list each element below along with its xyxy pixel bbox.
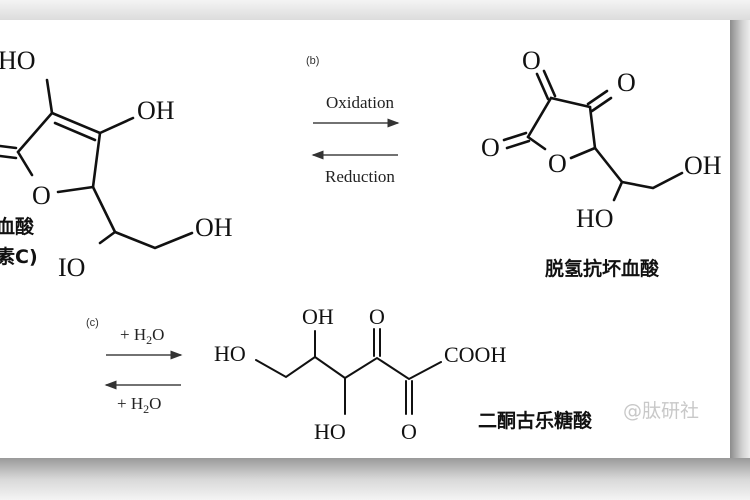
bond (98, 116, 135, 135)
oxidation-label: Oxidation (326, 93, 394, 112)
ho-bottom-label: HO (314, 419, 346, 444)
panel-b-label: (b) (306, 55, 319, 67)
double-bond (586, 89, 613, 113)
double-bond (373, 328, 381, 357)
oxygen-right-label: O (617, 68, 636, 97)
panel-c-arrows: (c) + H2O + H2O (86, 317, 183, 416)
bond (16, 111, 54, 154)
double-bond (53, 121, 97, 142)
ho-left-label: HO (214, 341, 246, 366)
bond (56, 185, 95, 194)
carbonyl-bond (0, 144, 18, 160)
dehydroascorbic-acid-name: 脱氢抗坏血酸 (545, 257, 660, 280)
bond (16, 150, 34, 177)
dehydroascorbic-acid-structure: O O O O OH HO 脱氢抗坏血酸 (481, 46, 722, 280)
bond (91, 185, 117, 234)
oxygen-top-label: O (522, 46, 541, 75)
bond (113, 230, 194, 250)
oh-right-label: OH (137, 96, 175, 125)
reduction-label: Reduction (325, 167, 395, 186)
bond (45, 78, 54, 115)
ascorbic-acid-name-line2: 素C) (0, 245, 38, 268)
bond (526, 96, 553, 139)
bond (50, 111, 102, 135)
ho-chain-label: IO (58, 253, 85, 282)
oxygen-top-label: O (369, 304, 385, 329)
bond (588, 105, 597, 150)
bond (526, 135, 547, 151)
diketogulonic-acid-structure: HO OH O COOH HO O 二酮古乐糖酸 (214, 304, 593, 444)
right-shadow (730, 20, 750, 460)
figure-card (0, 20, 731, 459)
carbon-chain (255, 355, 442, 381)
bottom-shadow (0, 458, 750, 500)
top-border (0, 0, 750, 20)
oh-label: OH (684, 151, 722, 180)
bond (91, 131, 102, 189)
bond (569, 146, 597, 160)
ho-top-label: HO (0, 46, 36, 75)
oh-chain-label: OH (195, 213, 233, 242)
oxygen-bottom-label: O (401, 419, 417, 444)
ascorbic-acid-name-line1: 血酸 (0, 215, 35, 238)
forward-water-label: + H2O (120, 325, 164, 347)
ring-oxygen-label: O (32, 181, 51, 210)
double-bond (535, 69, 557, 101)
double-bond (405, 380, 413, 415)
oxygen-left-label: O (481, 133, 500, 162)
reverse-water-label: + H2O (117, 394, 161, 416)
bond (593, 146, 684, 190)
watermark: @肽研社 (623, 400, 699, 422)
bond (549, 96, 592, 109)
oh-top-label: OH (302, 304, 334, 329)
panel-c-label: (c) (86, 317, 99, 329)
ascorbic-acid-structure: HO OH O OH IO 血酸 素C) (0, 46, 233, 282)
bond (612, 180, 624, 202)
cooh-label: COOH (444, 342, 506, 367)
ring-oxygen-label: O (548, 149, 567, 178)
diketogulonic-acid-name: 二酮古乐糖酸 (478, 409, 593, 432)
bond (98, 230, 117, 245)
ho-label: HO (576, 204, 614, 233)
double-bond (502, 131, 531, 150)
panel-b-arrows: (b) Oxidation Reduction (306, 55, 400, 186)
